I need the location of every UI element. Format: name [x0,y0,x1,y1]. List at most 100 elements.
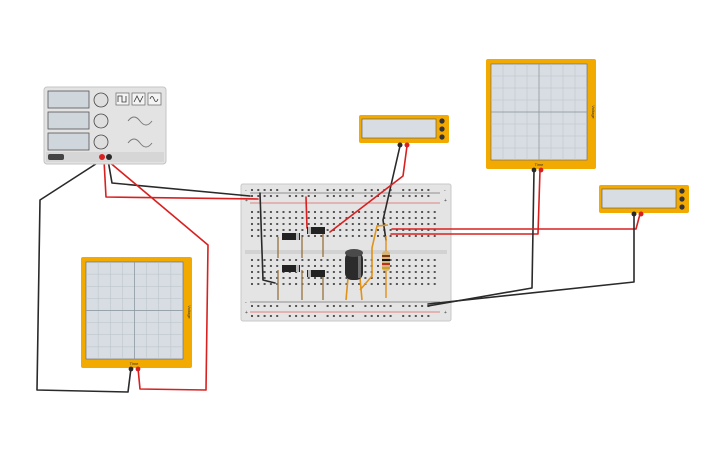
breadboard-hole[interactable] [307,211,310,213]
breadboard-hole[interactable] [389,283,392,285]
breadboard-hole[interactable] [395,265,398,267]
breadboard-hole[interactable] [257,235,260,237]
wires[interactable] [36,145,641,393]
breadboard-hole[interactable] [408,229,411,231]
multimeter-top[interactable] [359,115,449,148]
rail-hole[interactable] [295,189,298,191]
rail-hole[interactable] [314,315,316,317]
rail-hole[interactable] [301,315,304,317]
rail-hole[interactable] [295,315,298,317]
breadboard-hole[interactable] [351,211,354,213]
rail-hole[interactable] [370,195,373,197]
breadboard-hole[interactable] [251,211,253,213]
breadboard-hole[interactable] [301,229,304,231]
rail-hole[interactable] [339,315,342,317]
breadboard-hole[interactable] [326,259,329,261]
breadboard-hole[interactable] [377,265,379,267]
breadboard-hole[interactable] [427,277,430,279]
breadboard-hole[interactable] [433,265,436,267]
breadboard-hole[interactable] [377,277,379,279]
rail-hole[interactable] [332,189,335,191]
rail-hole[interactable] [301,195,304,197]
breadboard-hole[interactable] [332,211,335,213]
breadboard-hole[interactable] [269,283,272,285]
breadboard-hole[interactable] [269,235,272,237]
breadboard-hole[interactable] [320,223,323,225]
breadboard-hole[interactable] [251,265,253,267]
breadboard-hole[interactable] [370,211,373,213]
rail-hole[interactable] [326,315,329,317]
rail-hole[interactable] [377,305,379,307]
breadboard-hole[interactable] [395,283,398,285]
breadboard-hole[interactable] [332,265,335,267]
breadboard-hole[interactable] [427,259,430,261]
breadboard-hole[interactable] [314,277,316,279]
breadboard-hole[interactable] [377,223,379,225]
rail-hole[interactable] [332,195,335,197]
breadboard-hole[interactable] [358,283,361,285]
rail-hole[interactable] [339,189,342,191]
rail-hole[interactable] [257,305,260,307]
breadboard-hole[interactable] [276,283,279,285]
breadboard-hole[interactable] [433,229,436,231]
breadboard-hole[interactable] [370,217,373,219]
breadboard-hole[interactable] [414,229,417,231]
breadboard-hole[interactable] [326,223,329,225]
breadboard-hole[interactable] [364,217,367,219]
rail-hole[interactable] [408,305,411,307]
breadboard-hole[interactable] [364,229,367,231]
breadboard-hole[interactable] [339,271,342,273]
breadboard-hole[interactable] [301,217,304,219]
breadboard-hole[interactable] [383,235,386,237]
breadboard-hole[interactable] [358,211,361,213]
breadboard-hole[interactable] [414,271,417,273]
rail-hole[interactable] [307,305,310,307]
breadboard-hole[interactable] [427,271,430,273]
breadboard-hole[interactable] [276,217,279,219]
rail-hole[interactable] [263,195,266,197]
breadboard-hole[interactable] [427,211,430,213]
breadboard-hole[interactable] [282,217,285,219]
breadboard-hole[interactable] [414,283,417,285]
breadboard-hole[interactable] [351,235,354,237]
rail-hole[interactable] [408,195,411,197]
breadboard-hole[interactable] [427,217,430,219]
rail-hole[interactable] [326,189,329,191]
breadboard-hole[interactable] [433,223,436,225]
breadboard-hole[interactable] [269,259,272,261]
breadboard-hole[interactable] [320,235,323,237]
rail-hole[interactable] [377,315,379,317]
breadboard-hole[interactable] [288,217,291,219]
rail-hole[interactable] [383,195,386,197]
breadboard-hole[interactable] [326,217,329,219]
breadboard-hole[interactable] [263,271,266,273]
breadboard-hole[interactable] [402,259,405,261]
breadboard-hole[interactable] [370,277,373,279]
breadboard-hole[interactable] [332,259,335,261]
breadboard-hole[interactable] [314,259,316,261]
breadboard-hole[interactable] [282,277,285,279]
rail-hole[interactable] [332,315,335,317]
breadboard-hole[interactable] [332,217,335,219]
breadboard-holes[interactable] [251,189,436,317]
breadboard-hole[interactable] [389,229,392,231]
rail-hole[interactable] [288,315,291,317]
breadboard-hole[interactable] [364,223,367,225]
breadboard-hole[interactable] [251,229,253,231]
breadboard-hole[interactable] [427,223,430,225]
rail-hole[interactable] [421,305,424,307]
rail-hole[interactable] [269,189,272,191]
oscilloscope-top-right[interactable]: Time Voltage [486,59,596,173]
rail-hole[interactable] [276,195,279,197]
breadboard-hole[interactable] [251,259,253,261]
breadboard-hole[interactable] [282,229,285,231]
breadboard-hole[interactable] [332,223,335,225]
breadboard-hole[interactable] [427,283,430,285]
breadboard-hole[interactable] [414,277,417,279]
rail-hole[interactable] [421,195,424,197]
breadboard-hole[interactable] [326,235,329,237]
breadboard-hole[interactable] [251,217,253,219]
rail-hole[interactable] [345,315,348,317]
breadboard-hole[interactable] [269,229,272,231]
breadboard-hole[interactable] [314,283,316,285]
